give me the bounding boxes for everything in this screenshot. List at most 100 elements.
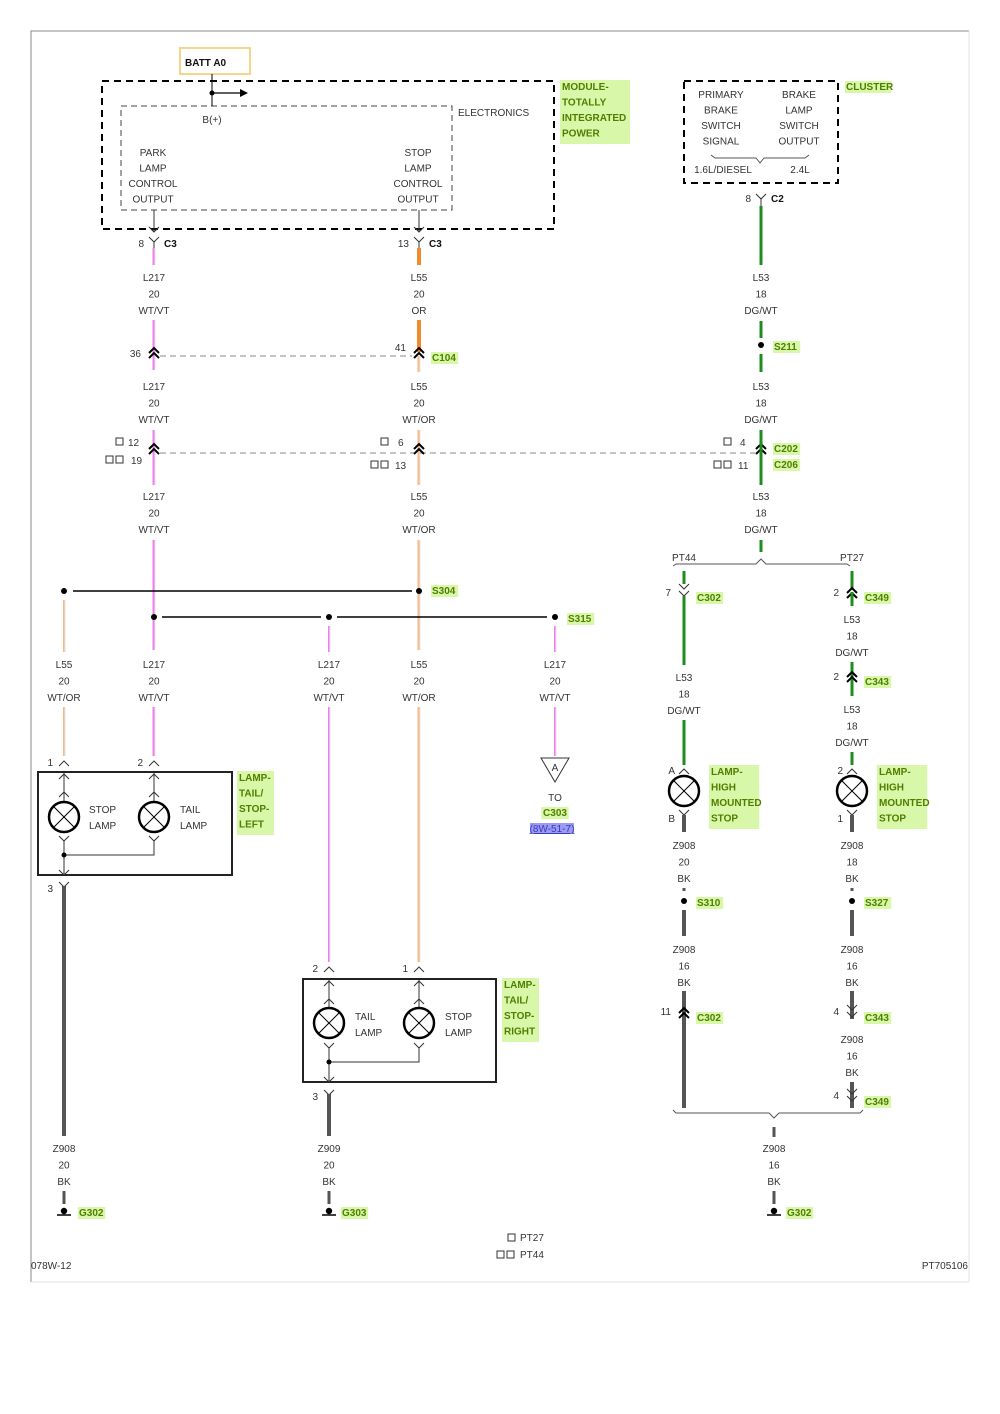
electronics-label: ELECTRONICS: [458, 108, 529, 119]
park-output-line-0: PARK: [140, 148, 167, 159]
wire-l217-d-label-line-0: L217: [143, 660, 166, 671]
wire-z908-left-label-line-2: BK: [57, 1177, 71, 1188]
wire-z908-right-label-line-1: 16: [768, 1161, 780, 1172]
wire-l53-c-label-line-0: L53: [753, 492, 770, 503]
c206-variant-b-box-0: [370, 460, 379, 469]
page-frame-left-top: [30, 30, 969, 1282]
chmsl-right-bulb-x2: [841, 780, 863, 802]
park-output-line-2: CONTROL: [129, 179, 178, 190]
splice-s315-name-highlight: [567, 613, 595, 625]
splice-s310-name-highlight: [696, 897, 724, 909]
variant-pt44-label: PT44: [672, 553, 696, 564]
lamp-left-2-line-0: TAIL: [180, 805, 201, 816]
wire-l53-b-label-line-2: DG/WT: [744, 415, 777, 426]
lamp-tail-stop-left-box: [37, 771, 233, 876]
splice-s211-name: S211: [774, 342, 797, 353]
wire-z909-label-line-2: BK: [322, 1177, 336, 1188]
offpage-connector-triangle: [540, 757, 570, 783]
cluster-box: [683, 80, 839, 184]
variant-brace: [672, 558, 851, 567]
wire-l53-d-label-line-1: 18: [678, 690, 690, 701]
wire-l55-d-label-line-2: WT/OR: [47, 693, 80, 704]
c302-bot-name-highlight: [696, 1012, 724, 1024]
lamp-right-out-arrow: [323, 1076, 335, 1083]
chmsl-right-name-line-1: HIGH: [879, 783, 904, 794]
legend-pt44-box-0: [496, 1250, 505, 1259]
lamp-left-2-line-1: LAMP: [180, 821, 208, 832]
lamp-left-name-line-0: LAMP-: [239, 773, 271, 784]
c349-top-pin-a: [846, 586, 858, 594]
c302-top-arrow: [678, 583, 690, 590]
tipm-name-line-1: TOTALLY: [562, 98, 607, 109]
c349-top-name: C349: [865, 593, 889, 604]
lamp-left-arrow-top-1: [148, 773, 160, 780]
splice-s315-left: [151, 614, 157, 620]
chmsl-left-name-line-1: HIGH: [711, 783, 736, 794]
wire-l55-a-label-line-2: OR: [412, 306, 427, 317]
ground-g303-dot: [325, 1207, 333, 1215]
cluster-variant-left: 1.6L/DIESEL: [694, 165, 752, 176]
lamp-left-1-line-0: STOP: [89, 805, 116, 816]
wire-l53-f-label-line-1: 18: [846, 722, 858, 733]
wire-l55-e-label-line-0: L55: [411, 660, 428, 671]
wire-l217-f-label-line-2: WT/VT: [539, 693, 570, 704]
splice-s315: [552, 614, 558, 620]
c206-variant-c-box-0: [713, 460, 722, 469]
legend-pt27-label: PT27: [520, 1233, 544, 1244]
tipm-name-line-0: MODULE-: [562, 82, 609, 93]
tipm-name-highlight: [560, 80, 630, 144]
wire-l217-d-label-line-2: WT/VT: [138, 693, 169, 704]
wire-z908-right-label-line-0: Z908: [763, 1144, 786, 1155]
wire-l55-b-label-line-0: L55: [411, 382, 428, 393]
wire-z908-a-label-line-1: 20: [678, 858, 690, 869]
c202-pin-col2-b: [413, 447, 425, 455]
wire-l55-c-label-line-1: 20: [413, 509, 425, 520]
wire-z908-left-label-line-1: 20: [58, 1161, 70, 1172]
offpage-connector-letter: A: [552, 763, 559, 774]
c206-name: C206: [774, 460, 798, 471]
wire-z908-d-label-line-1: 16: [846, 962, 858, 973]
page-id: 078W-12: [31, 1261, 72, 1272]
cluster-name-highlight: [845, 81, 892, 93]
lamp-right-pin-stop-number: 1: [402, 964, 408, 975]
chmsl-left-pin-top: [678, 768, 690, 775]
splice-s211-name-highlight: [773, 341, 801, 353]
wire-l55-a-label-line-1: 20: [413, 290, 425, 301]
c206-pin-a: 19: [131, 456, 143, 467]
chmsl-right-pin-top: [846, 768, 858, 775]
chmsl-right-name-line-3: STOP: [879, 814, 906, 825]
variant-pt27-label: PT27: [840, 553, 864, 564]
wire-l217-e-label-line-0: L217: [318, 660, 341, 671]
offpage-ref-link[interactable]: (8W-51-7): [530, 824, 575, 835]
tipm-name-line-3: POWER: [562, 129, 601, 140]
ground-g302-right-name: G302: [787, 1208, 812, 1219]
lamp-left-junction: [61, 852, 67, 858]
lamp-right-pin3-number: 3: [312, 1092, 318, 1103]
wire-l55-b-label-line-1: 20: [413, 399, 425, 410]
wire-l217-b-label-line-1: 20: [148, 399, 160, 410]
splice-s304-left: [61, 588, 67, 594]
cluster-left-line-1: BRAKE: [704, 106, 738, 117]
c3-park-pin-number: 8: [138, 239, 144, 250]
lamp-left-pin2-number: 2: [137, 758, 143, 769]
splice-s304-name: S304: [432, 586, 456, 597]
c343-bot-name-highlight: [864, 1012, 892, 1024]
lamp-right-junction: [326, 1059, 332, 1065]
lamp-right-arrow-mid-1: [413, 998, 425, 1005]
lamp-left-name-line-1: TAIL/: [239, 789, 263, 800]
c202-variant-a-box-0: [115, 437, 124, 446]
cluster-right-line-2: SWITCH: [779, 121, 818, 132]
chmsl-left-pin-bot-label: B: [668, 814, 675, 825]
c302-bot-pin-b: [678, 1011, 690, 1019]
wire-l53-d-label-line-2: DG/WT: [667, 706, 700, 717]
c206-variant-c-box-1: [723, 460, 732, 469]
splice-s310-name: S310: [697, 898, 721, 909]
offpage-c303-highlight: [541, 807, 569, 819]
c3-stop-name: C3: [429, 239, 442, 250]
c2-pin-number: 8: [745, 194, 751, 205]
wire-l217-d-label-line-1: 20: [148, 677, 160, 688]
lamp-right-2-line-0: STOP: [445, 1012, 472, 1023]
wire-z908-d-label-line-0: Z908: [841, 945, 864, 956]
wire-l55-d-label-line-1: 20: [58, 677, 70, 688]
wire-l53-a-label-line-1: 18: [755, 290, 767, 301]
